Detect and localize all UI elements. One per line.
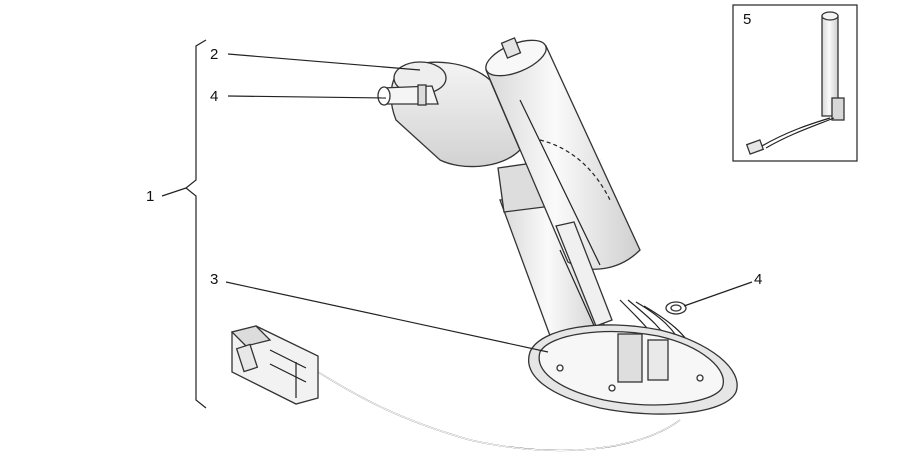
level-sensor-strip (555, 221, 613, 327)
leader-2 (227, 53, 421, 71)
inset-panel (732, 4, 858, 162)
return-hose-core (598, 156, 681, 292)
pump-module-cylinder (485, 37, 641, 270)
callout-5: 5 (743, 11, 751, 28)
callout-4-right: 4 (754, 271, 762, 288)
level-sensor-part (745, 11, 845, 155)
callout-3: 3 (210, 271, 218, 288)
outlet-tube (377, 84, 439, 106)
callout-4-top: 4 (210, 88, 218, 105)
leader-3 (225, 281, 549, 353)
leader-4-top (227, 95, 387, 99)
callout-1: 1 (146, 188, 154, 205)
callout-2: 2 (210, 46, 218, 63)
hose-clamp (665, 301, 687, 315)
assembly-bracket (185, 39, 207, 409)
wire-harness-cable-inner (317, 371, 681, 451)
electrical-connector (230, 325, 319, 405)
leader-4-right (683, 281, 753, 307)
leader-1 (161, 187, 187, 197)
mounting-flange (528, 324, 738, 415)
